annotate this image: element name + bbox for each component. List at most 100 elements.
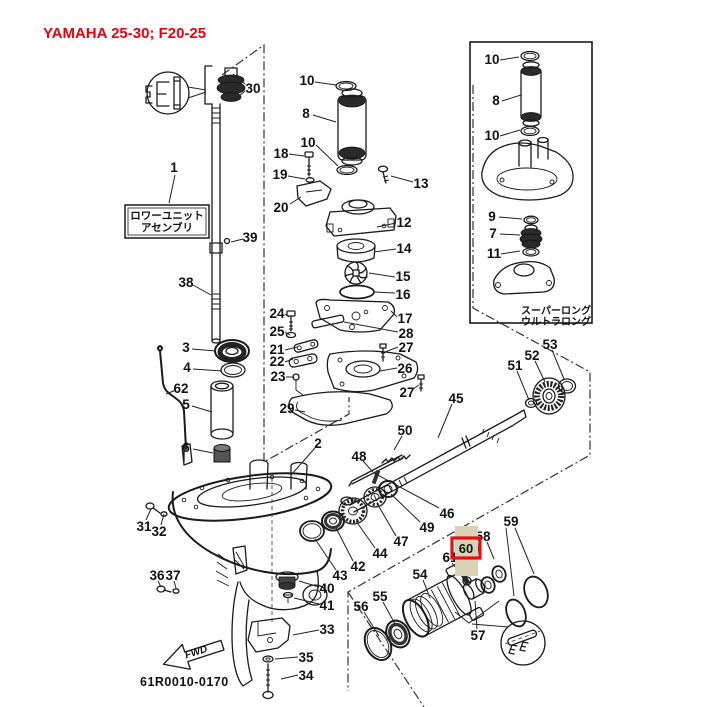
part-label-6: 6 — [182, 440, 190, 455]
bolt-18 — [304, 151, 314, 177]
part-label-52: 52 — [524, 348, 539, 363]
part-label-47: 47 — [393, 534, 408, 549]
propshaft-group — [299, 377, 577, 542]
plug-40 — [275, 571, 299, 590]
part-label-8: 8 — [492, 93, 500, 108]
bracket-line — [454, 600, 500, 624]
assembly-label-line1: ロワーユニット — [130, 210, 204, 222]
bolt-31 — [145, 502, 161, 514]
washers-58 — [480, 565, 507, 594]
clip-inset-top — [145, 71, 190, 115]
fwd-arrow: FWD — [162, 639, 225, 670]
part-label-1: 1 — [170, 160, 178, 175]
shift-rod-fork — [181, 443, 193, 466]
part-label-43: 43 — [332, 568, 348, 583]
part-label-20: 20 — [273, 200, 288, 215]
drawing-number: 61R0010-0170 — [140, 675, 229, 689]
assembly-label-line2: アセンブリ — [141, 221, 193, 234]
shift-rod-62 — [157, 345, 187, 450]
diagram-title: YAMAHA 25-30; F20-25 — [43, 25, 206, 42]
impeller-15 — [344, 261, 368, 285]
washer-32 — [160, 511, 168, 517]
part-label-5: 5 — [182, 397, 190, 412]
part-label-62: 62 — [173, 381, 188, 396]
pump-housing-12 — [325, 199, 397, 237]
washer-19 — [305, 177, 315, 183]
part-label-30: 30 — [245, 81, 260, 96]
part-label-48: 48 — [351, 449, 367, 464]
link-21 — [293, 339, 319, 353]
water-pump-group — [285, 80, 425, 426]
clip-inset-circle-bottom — [500, 620, 546, 666]
part-label-38: 38 — [178, 275, 194, 290]
part-label-12: 12 — [396, 215, 411, 230]
oring-4 — [220, 362, 246, 378]
clip-inset-circle — [146, 71, 190, 115]
part-label-10: 10 — [484, 52, 499, 67]
highlight-red-box — [450, 536, 482, 560]
bearing-3 — [214, 339, 250, 363]
part-label-49: 49 — [419, 520, 434, 535]
part-label-11: 11 — [487, 246, 502, 261]
key-28 — [311, 314, 345, 329]
bolt-24 — [286, 310, 296, 332]
part-label-27: 27 — [398, 340, 413, 355]
bracket-20 — [296, 180, 332, 207]
bearing-carrier-54 — [401, 563, 485, 638]
part-label-21: 21 — [269, 342, 285, 357]
pin-39 — [223, 237, 231, 245]
link-22 — [288, 353, 318, 368]
part-label-36: 36 — [149, 568, 165, 583]
gearcase-skeg — [231, 581, 253, 687]
highlight-60: 60 — [450, 526, 482, 576]
pin-48 — [371, 469, 381, 485]
part-label-42: 42 — [350, 559, 365, 574]
part-label-2: 2 — [314, 436, 322, 451]
inset-super-long-box: スーパーロング ウルトラロング — [469, 41, 593, 328]
clip-inset-bottom — [500, 620, 546, 666]
part-label-54: 54 — [412, 567, 428, 582]
part-label-51: 51 — [507, 358, 523, 373]
gasket-16 — [339, 284, 375, 300]
plate-17 — [315, 298, 396, 333]
part-label-29: 29 — [279, 401, 294, 416]
part-label-10: 10 — [484, 128, 499, 143]
drive-shaft-38 — [209, 103, 223, 344]
gearcase-body — [171, 491, 332, 576]
part-label-40: 40 — [319, 581, 334, 596]
part-label-46: 46 — [439, 506, 455, 521]
bolt-36 — [156, 585, 172, 593]
washer-51 — [524, 397, 538, 409]
part-label-18: 18 — [273, 146, 289, 161]
gasket-29 — [288, 391, 393, 426]
driveshaft-group — [157, 65, 250, 466]
part-label-3: 3 — [182, 340, 190, 355]
prop-shaft-45 — [349, 409, 527, 513]
screw-41 — [282, 591, 294, 603]
oring-10-top — [335, 80, 357, 92]
bolt-34 — [262, 663, 274, 700]
part-label-55: 55 — [372, 589, 388, 604]
part-label-28: 28 — [398, 326, 414, 341]
part-label-24: 24 — [269, 306, 285, 321]
gasket-26 — [326, 350, 419, 393]
part-label-27: 27 — [399, 385, 414, 400]
bolt-27-lower — [417, 374, 425, 392]
pin-23 — [292, 373, 305, 397]
seal-55 — [385, 619, 411, 649]
part-label-56: 56 — [353, 599, 369, 614]
oring-10-lower — [336, 164, 358, 176]
washer-37 — [172, 588, 180, 594]
tube-5 — [210, 380, 234, 440]
part-label-13: 13 — [413, 176, 429, 191]
part-label-14: 14 — [396, 241, 412, 256]
part-label-8: 8 — [302, 106, 310, 121]
part-label-35: 35 — [298, 650, 314, 665]
oring-43 — [299, 520, 325, 542]
spring-50 — [381, 454, 411, 464]
washer-35 — [262, 655, 274, 663]
inset-lower-housing — [493, 260, 555, 295]
gearcase-platform — [167, 472, 333, 522]
